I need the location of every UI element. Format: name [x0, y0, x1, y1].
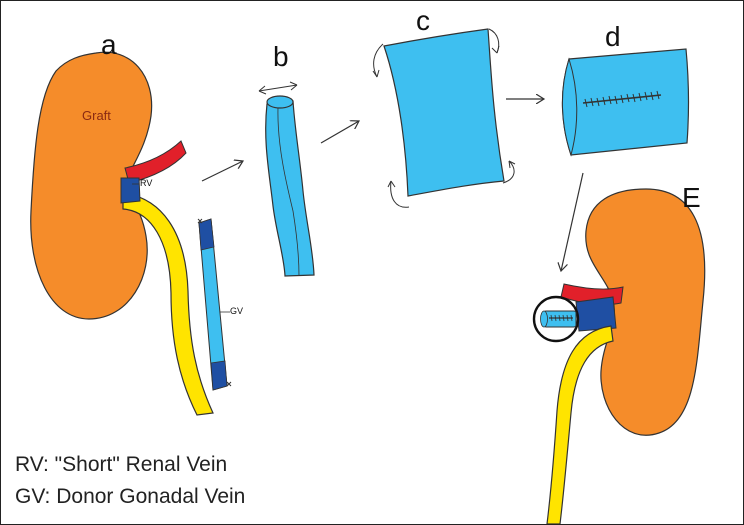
graft-label: Graft [82, 108, 111, 123]
kidney-graft [30, 51, 153, 320]
tube-seam [277, 107, 300, 277]
conduit-e-end [540, 310, 548, 328]
rv-label: RV [140, 178, 153, 188]
legend-gv: GV: Donor Gonadal Vein [15, 485, 246, 508]
legend-rv: RV: "Short" Renal Vein [15, 453, 228, 476]
arrow-d-to-e [561, 172, 584, 271]
stretch-arrow [258, 84, 298, 92]
curl-arrow-br [502, 160, 515, 184]
vein-patch [383, 28, 505, 197]
tube-opening [266, 95, 294, 109]
highlight-circle [532, 295, 580, 343]
suture-stitches [584, 90, 660, 108]
renal-artery [124, 140, 187, 184]
panel-label-e: E [682, 182, 701, 213]
ureter-a [122, 192, 214, 416]
arrow-b-to-c [320, 121, 359, 144]
ureter-e [546, 325, 614, 524]
kidney-graft-e [585, 188, 706, 436]
panel-label-a: a [101, 29, 117, 60]
arrow-a-to-b [201, 161, 243, 182]
curl-arrow-bl [390, 180, 410, 208]
panel-d-conduit [561, 48, 689, 157]
panel-label-b: b [273, 41, 289, 72]
panel-c-sheet [372, 28, 516, 208]
panel-label-c: c [416, 5, 430, 36]
vein-tube [265, 100, 315, 277]
panel-b-tube [258, 81, 315, 277]
panel-label-d: d [605, 21, 621, 52]
panel-a-graft [30, 51, 232, 416]
conduit-end [562, 57, 578, 157]
renal-vein-short [120, 177, 141, 204]
curl-arrow-tl [373, 43, 384, 78]
conduit-e-stitches [550, 314, 573, 322]
gv-label: GV [230, 306, 244, 316]
gonadal-vein [197, 218, 232, 391]
panel-e-result [532, 188, 706, 524]
sutured-conduit [561, 48, 689, 156]
